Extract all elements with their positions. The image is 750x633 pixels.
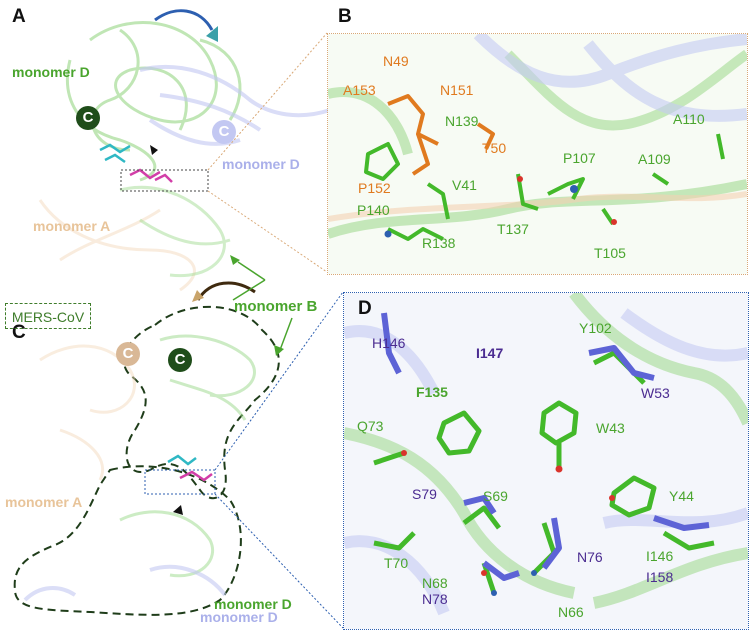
panel-c-monomer-d-outline [13,465,242,616]
label-monomer-d-lav-c: monomer D [200,609,278,625]
panel-label-c: C [12,322,26,343]
c-terminus-badge-dark-c: C [168,348,192,372]
panel-b-structure [328,34,747,274]
label-monomer-d-green-a: monomer D [12,64,90,80]
panel-c-monomer-a-ribbons [39,344,136,481]
residue-label-y44: Y44 [669,488,694,504]
residue-label-p152: P152 [358,180,391,196]
panel-c-ribbons [119,334,256,578]
residue-label-n78: N78 [422,591,448,607]
residue-label-f135: F135 [416,384,448,400]
residue-label-s79: S79 [412,486,437,502]
residue-label-t105: T105 [594,245,626,261]
residue-label-n151: N151 [440,82,474,98]
residue-label-a110: A110 [673,111,705,127]
residue-label-i158: I158 [646,569,674,585]
panel-a-monomer-a-ribbons [38,199,196,292]
residue-label-y102: Y102 [579,320,612,336]
c-terminus-badge-lav-a: C [212,120,236,144]
residue-label-i146: I146 [646,548,674,564]
residue-label-w43: W43 [596,420,625,436]
panel-c-selection-box [144,469,216,495]
label-monomer-d-lav-a: monomer D [222,156,300,172]
residue-label-v41: V41 [452,177,477,193]
residue-label-n76: N76 [577,549,603,565]
arrowhead-marker-a [150,145,158,155]
residue-label-p107: P107 [563,150,596,166]
panel-a-monomer-d-ribbons [65,21,242,182]
panel-a-ligand [99,143,173,183]
mers-cov-label: MERS-CoV [5,303,91,329]
label-monomer-a-c: monomer A [5,494,83,510]
c-terminus-badge-peach-c: C [116,342,140,366]
residue-label-s69: S69 [483,488,508,504]
label-monomer-d-green-c: monomer D [214,596,292,612]
panel-d-box [343,292,749,630]
residue-label-a153: A153 [343,82,376,98]
rotation-arrow-icon [154,9,214,31]
rotation-arrow-c-icon [196,281,256,301]
label-monomer-b: monomer B [234,298,318,315]
panel-c-lavender-ribbons [23,564,227,602]
panel-label-d: D [358,298,372,319]
panel-label-b: B [338,6,352,27]
residue-label-t50: T50 [482,140,507,156]
residue-label-r138: R138 [422,235,456,251]
panel-a-selection-box [120,169,209,192]
panel-b-box [327,33,748,275]
residue-label-n68: N68 [422,575,448,591]
panel-label-a: A [12,6,26,27]
residue-label-q73: Q73 [357,418,384,434]
label-monomer-a-a: monomer A [33,218,111,234]
residue-label-n49: N49 [383,53,409,69]
panel-d-structure [344,293,748,629]
panel-c-monomer-b-outline [123,305,280,500]
residue-label-n139: N139 [445,113,479,129]
residue-label-i147: I147 [476,345,504,361]
c-terminus-badge-dark-a: C [76,106,100,130]
panel-a-monomer-b-ribbons [119,185,231,278]
residue-label-n66: N66 [558,604,584,620]
residue-label-t70: T70 [384,555,409,571]
arrowhead-marker-c [173,505,183,515]
residue-label-w53: W53 [641,385,670,401]
residue-label-t137: T137 [497,221,529,237]
panel-c-ligand [167,454,213,482]
residue-label-p140: P140 [357,202,390,218]
panel-a-lavender-ribbons [139,64,331,146]
residue-label-a109: A109 [638,151,671,167]
residue-label-h146: H146 [372,335,406,351]
